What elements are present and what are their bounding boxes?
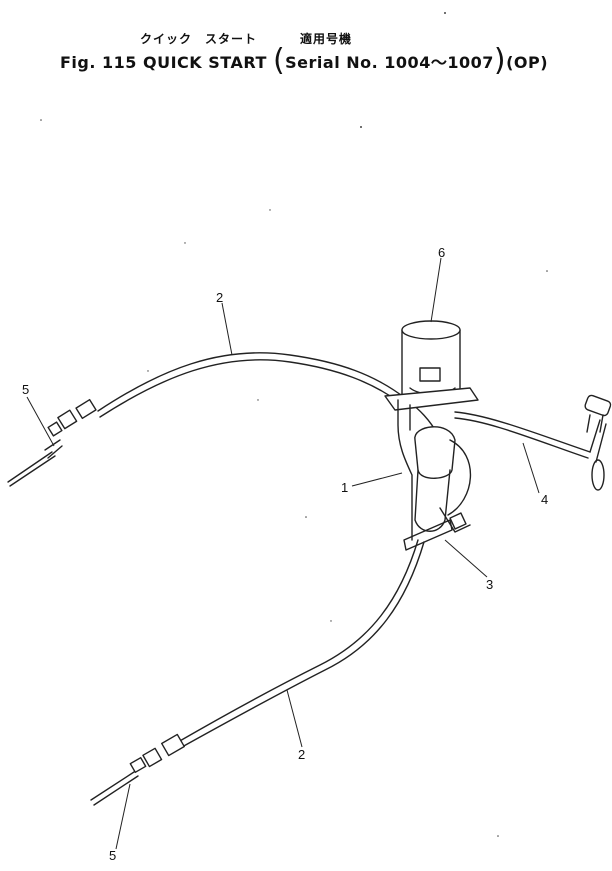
lower-hose — [177, 539, 425, 748]
open-paren: ( — [272, 43, 286, 78]
title-japanese-applicable: 適用号機 — [300, 30, 352, 47]
title-japanese-name: クイック スタート — [140, 32, 258, 46]
callout-2-upper: 2 — [216, 290, 223, 305]
callout-5-upper: 5 — [22, 382, 29, 397]
option-mark: (OP) — [506, 53, 549, 72]
upper-hose — [97, 352, 439, 436]
close-paren: ) — [493, 43, 507, 78]
callout-6: 6 — [438, 245, 445, 260]
callout-1: 1 — [341, 480, 348, 495]
callout-4: 4 — [541, 492, 548, 507]
title-english: Fig. 115 QUICK START (Serial No. 1004～10… — [60, 46, 549, 76]
serial-range: Serial No. 1004～1007 — [285, 53, 494, 72]
callout-5-lower: 5 — [109, 848, 116, 863]
upper-fitting — [7, 398, 97, 487]
callout-3: 3 — [486, 577, 493, 592]
lower-fitting — [90, 733, 185, 806]
callout-2-lower: 2 — [298, 747, 305, 762]
figure-name: QUICK START — [143, 53, 267, 72]
mount-bracket — [384, 387, 479, 551]
valve-body — [414, 426, 472, 533]
elbow-fitting — [449, 512, 467, 530]
paper-specks — [40, 12, 548, 837]
figure-number: Fig. 115 — [60, 53, 137, 72]
title-japanese: クイック スタート — [140, 30, 257, 47]
pull-cable — [454, 394, 612, 491]
starter-can — [401, 320, 461, 404]
title-japanese-applicable-text: 適用号機 — [300, 32, 353, 46]
leader-lines — [26, 257, 540, 850]
